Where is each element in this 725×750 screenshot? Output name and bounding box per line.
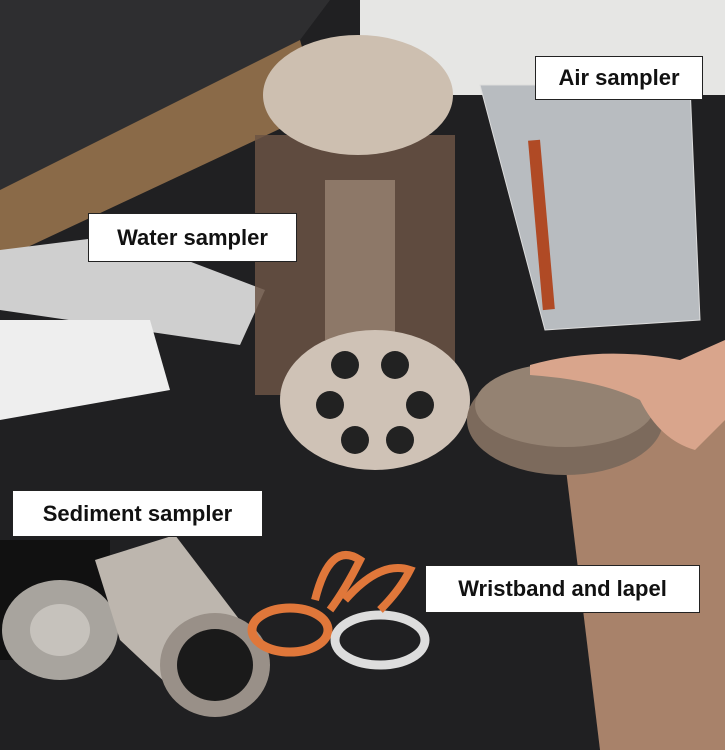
label-water-sampler: Water sampler bbox=[88, 213, 297, 262]
water-sampler-bracket bbox=[325, 180, 395, 340]
hand bbox=[530, 340, 725, 450]
wristband-white bbox=[330, 610, 430, 670]
label-air-sampler: Air sampler bbox=[535, 56, 703, 100]
papers bbox=[0, 320, 170, 420]
water-sampler-plate-bottom bbox=[280, 330, 470, 470]
air-sampler-strip bbox=[528, 139, 555, 311]
counter-top bbox=[0, 0, 330, 190]
notebook bbox=[0, 235, 265, 345]
lapel-band bbox=[311, 551, 366, 613]
wristband-orange bbox=[247, 603, 333, 657]
water-sampler-plate-top bbox=[263, 35, 453, 155]
label-wristband-lapel: Wristband and lapel bbox=[425, 565, 700, 613]
label-sediment-sampler: Sediment sampler bbox=[12, 490, 263, 537]
wood-cabinet bbox=[0, 40, 320, 260]
